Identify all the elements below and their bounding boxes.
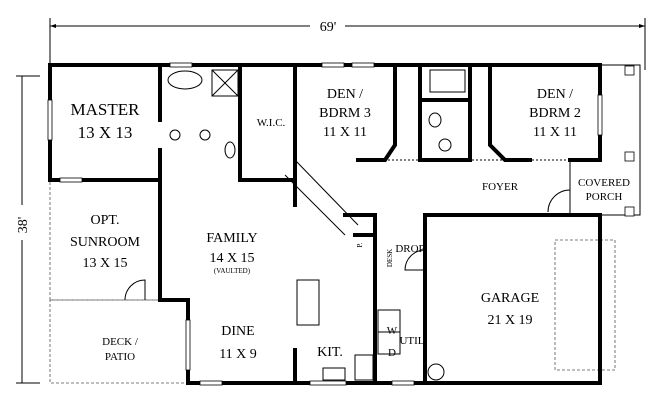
porch-post (624, 151, 635, 162)
room-name: GARAGE (481, 291, 539, 306)
room-name: FAMILY (206, 231, 257, 246)
room-name: PATIO (105, 351, 135, 363)
windows (47, 62, 603, 386)
dimension-depth: 38' (16, 75, 40, 384)
room-size: 11 X 11 (323, 125, 367, 140)
room-name: BDRM 3 (319, 106, 371, 121)
room-garage: GARAGE 21 X 19 (481, 291, 539, 328)
room-deck: DECK / PATIO (102, 336, 139, 363)
room-name: DEN / (327, 87, 363, 102)
room-desk: DESK (386, 249, 394, 267)
toilet (428, 112, 442, 128)
room-den3: DEN / BDRM 3 11 X 11 (319, 87, 371, 140)
room-drop: DROP (395, 243, 424, 255)
room-name: PORCH (586, 191, 623, 203)
dryer (377, 331, 401, 355)
room-name: DINE (221, 324, 254, 339)
dryer-label: D (388, 347, 396, 359)
depth-label: 38' (16, 217, 31, 234)
room-utility: W D UTIL (387, 325, 425, 359)
room-name: UTIL (399, 335, 424, 347)
room-dine: DINE 11 X 9 (219, 324, 257, 362)
bathtub (429, 69, 466, 93)
water-heater (427, 363, 445, 381)
room-pantry: P. (356, 242, 364, 247)
width-label: 69' (320, 20, 337, 35)
dimension-width: 69' (49, 18, 646, 70)
bathtub (167, 70, 203, 90)
sink (169, 129, 181, 141)
room-master: MASTER 13 X 13 (71, 100, 141, 142)
kitchen-sink (322, 367, 346, 381)
shower (211, 69, 239, 97)
fixtures (124, 69, 571, 381)
sink (199, 129, 211, 141)
room-name: MASTER (71, 100, 141, 119)
room-name: SUNROOM (70, 235, 141, 250)
sink (438, 138, 452, 152)
room-name: COVERED (578, 177, 630, 189)
porch-post (624, 206, 635, 217)
room-size: 11 X 9 (219, 347, 257, 362)
room-kitchen: KIT. (317, 345, 343, 360)
room-sunroom: OPT. SUNROOM 13 X 15 (70, 213, 141, 271)
room-den2: DEN / BDRM 2 11 X 11 (529, 87, 581, 140)
room-size: 11 X 11 (533, 125, 577, 140)
room-size: 13 X 13 (78, 123, 133, 142)
room-name: DECK / (102, 336, 139, 348)
room-size: 14 X 15 (209, 251, 254, 266)
room-porch: COVERED PORCH (578, 177, 630, 203)
room-name: BDRM 2 (529, 106, 581, 121)
room-family: FAMILY 14 X 15 (VAULTED) (206, 231, 257, 275)
porch-post (624, 65, 635, 76)
room-name: OPT. (91, 213, 120, 228)
toilet (224, 141, 236, 159)
kitchen-island (296, 279, 320, 326)
room-name: DEN / (537, 87, 573, 102)
room-size: 13 X 15 (82, 256, 127, 271)
washer-label: W (387, 325, 398, 337)
room-size: 21 X 19 (487, 313, 532, 328)
countertop (354, 354, 374, 381)
room-wic: W.I.C. (257, 117, 286, 129)
room-foyer: FOYER (482, 181, 519, 193)
room-note: (VAULTED) (214, 267, 251, 275)
